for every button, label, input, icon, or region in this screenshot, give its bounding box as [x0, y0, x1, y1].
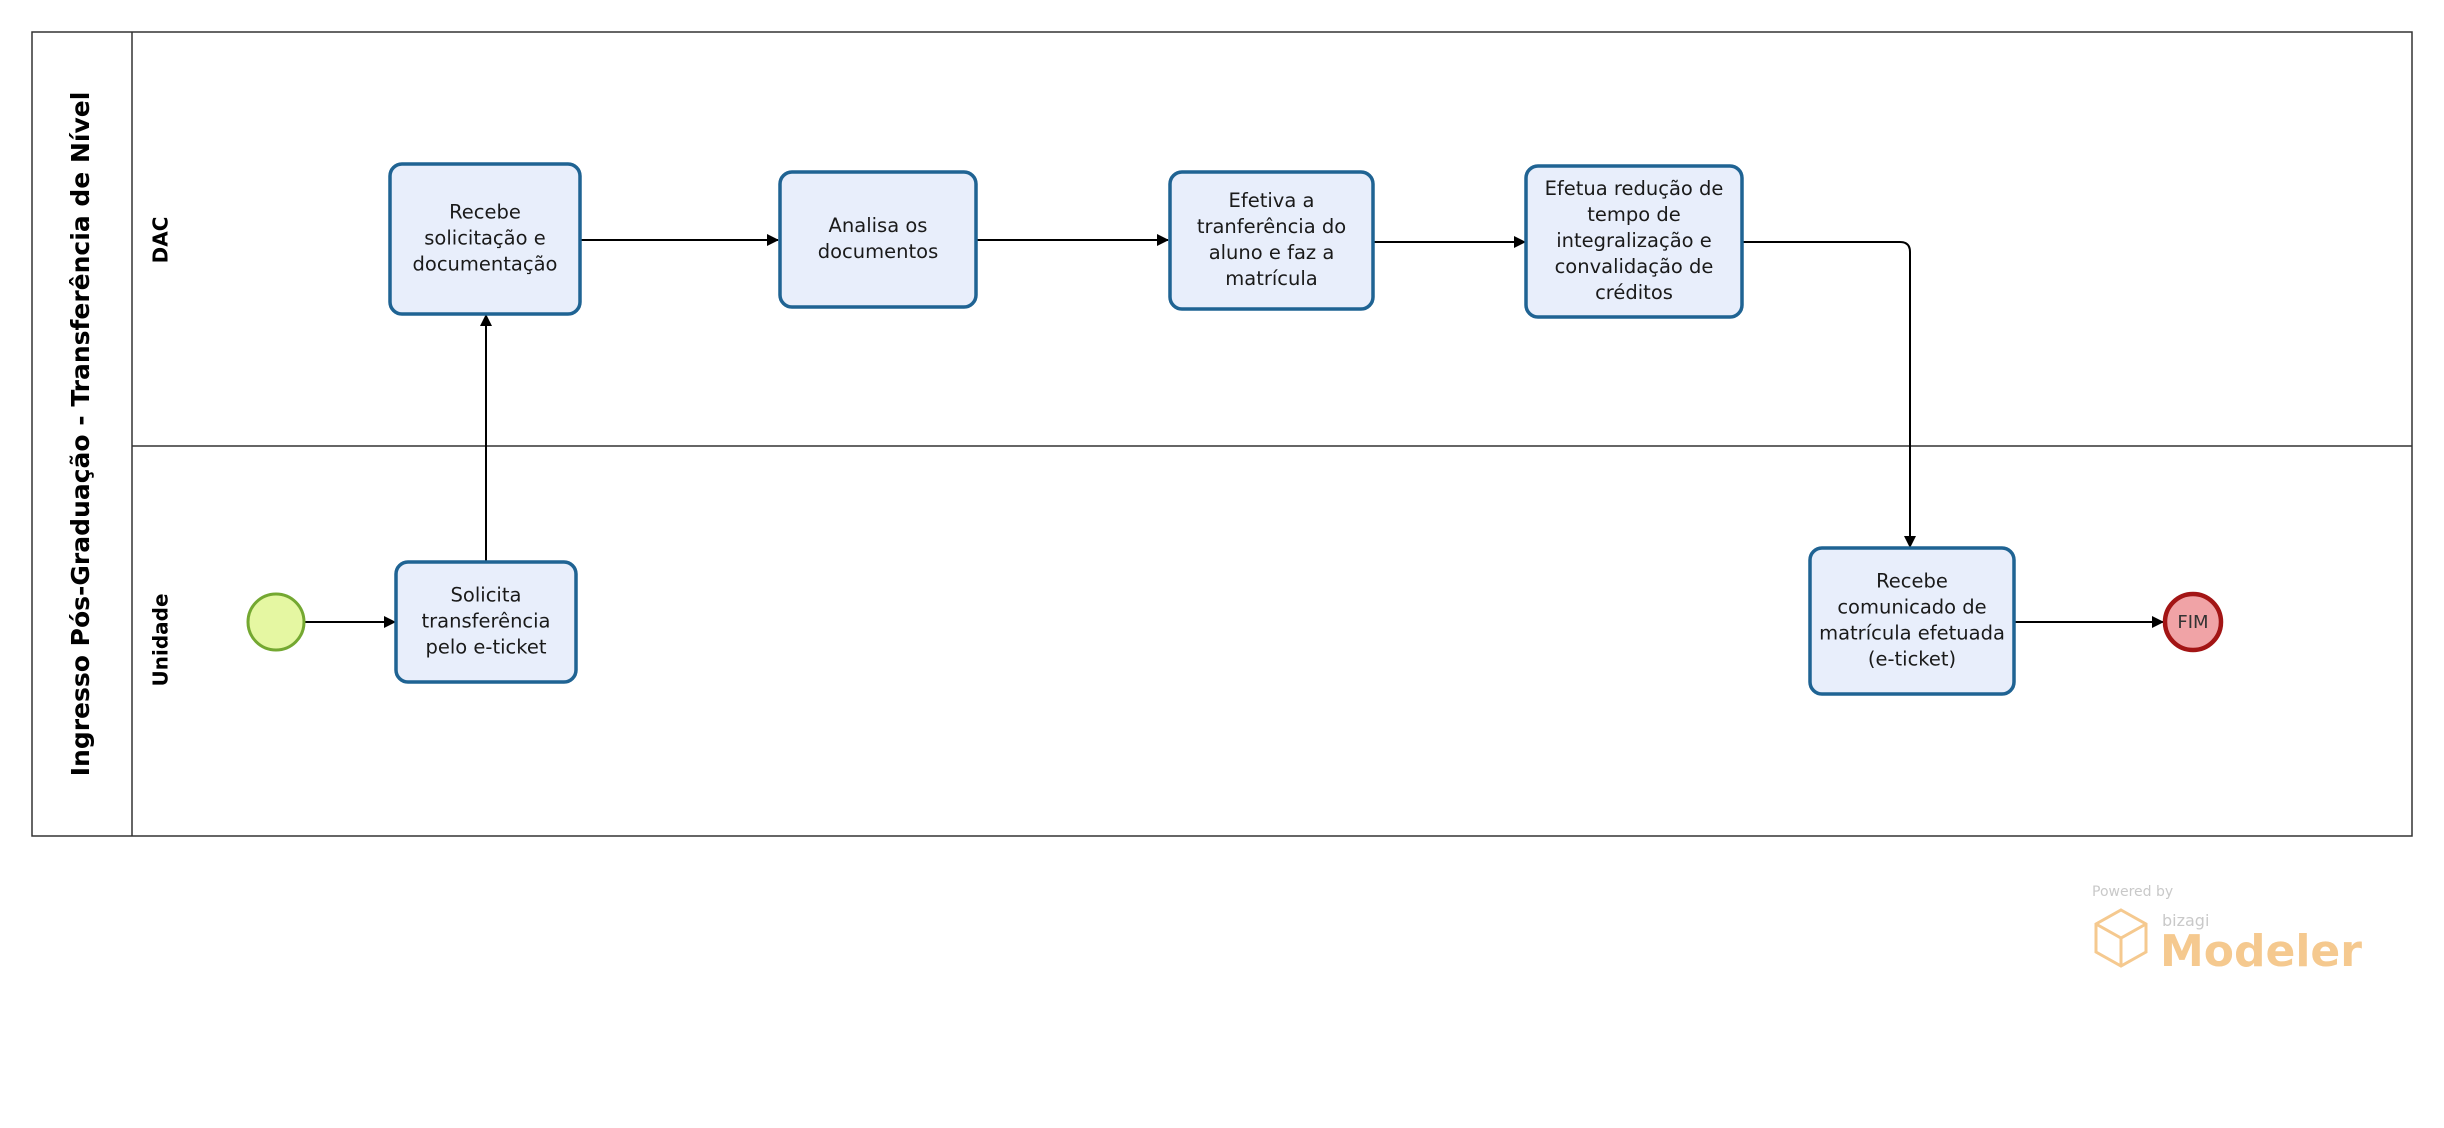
- task-efetua-reducao[interactable]: Efetua redução de tempo de integralização …: [1524, 164, 1744, 319]
- task-box[interactable]: [388, 162, 582, 316]
- task-recebe-comunicado[interactable]: Recebe comunicado de matrícula efetuada (e-…: [1808, 546, 2016, 696]
- task-label-line: matrícula: [1225, 267, 1317, 290]
- task-recebe-solicitacao[interactable]: Recebe solicitação e documentação: [388, 162, 582, 316]
- bizagi-watermark: Powered by bizagi Modeler: [2092, 884, 2362, 977]
- task-label-line: Efetua redução de: [1545, 177, 1724, 200]
- task-label-line: tempo de: [1587, 203, 1681, 226]
- end-event-label: FIM: [2177, 612, 2208, 633]
- task-efetiva-transferencia[interactable]: Efetiva a tranferência do aluno e faz a mat…: [1168, 170, 1375, 311]
- powered-by-text: Powered by: [2092, 884, 2173, 900]
- pool-title: Ingresso Pós-Graduação - Transferência d…: [66, 92, 95, 777]
- pool: Ingresso Pós-Graduação - Transferência d…: [31, 31, 2413, 837]
- task-label-line: comunicado de: [1837, 596, 1986, 619]
- task-label-line: pelo e-ticket: [426, 636, 547, 659]
- task-label-line: documentação: [413, 253, 558, 276]
- task-label-line: Recebe: [449, 201, 521, 224]
- flow-efetua-to-comunicado[interactable]: [1741, 241, 1916, 548]
- product-name: Modeler: [2160, 926, 2362, 977]
- task-label-line: documentos: [818, 240, 938, 263]
- lane-unidade: Unidade: [149, 593, 173, 686]
- task-label-line: integralização e: [1556, 229, 1712, 252]
- task-box[interactable]: [1168, 170, 1375, 311]
- task-box[interactable]: [394, 560, 578, 684]
- task-label-line: matrícula efetuada: [1819, 622, 2005, 645]
- lane-dac: DAC: [132, 217, 2412, 447]
- task-analisa-documentos[interactable]: Analisa os documentos: [778, 170, 978, 309]
- task-label-line: transferência: [421, 610, 550, 633]
- bizagi-cube-icon: [2094, 908, 2148, 968]
- task-box[interactable]: [1524, 164, 1744, 319]
- task-label-line: Solicita: [451, 584, 522, 607]
- task-label-line: aluno e faz a: [1209, 241, 1335, 264]
- task-label-line: (e-ticket): [1868, 648, 1956, 671]
- task-label-line: créditos: [1595, 281, 1673, 304]
- task-label-line: convalidação de: [1555, 255, 1714, 278]
- end-event[interactable]: FIM: [2162, 591, 2224, 653]
- task-box[interactable]: [1808, 546, 2016, 696]
- task-label-line: Analisa os: [829, 214, 928, 237]
- sequence-flows: [305, 234, 2164, 628]
- task-solicita-transferencia[interactable]: Solicita transferência pelo e-ticket: [394, 560, 578, 684]
- task-label-line: Efetiva a: [1229, 189, 1315, 212]
- start-event[interactable]: [246, 592, 306, 652]
- tasks: Recebe solicitação e documentação Analisa o…: [388, 162, 2016, 696]
- task-box[interactable]: [778, 170, 978, 309]
- task-label-line: solicitação e: [424, 227, 545, 250]
- task-label-line: tranferência do: [1197, 215, 1346, 238]
- lane-label-unidade: Unidade: [149, 593, 173, 686]
- task-label-line: Recebe: [1876, 570, 1948, 593]
- vendor-name: bizagi: [2162, 911, 2209, 930]
- lane-label-dac: DAC: [149, 217, 173, 264]
